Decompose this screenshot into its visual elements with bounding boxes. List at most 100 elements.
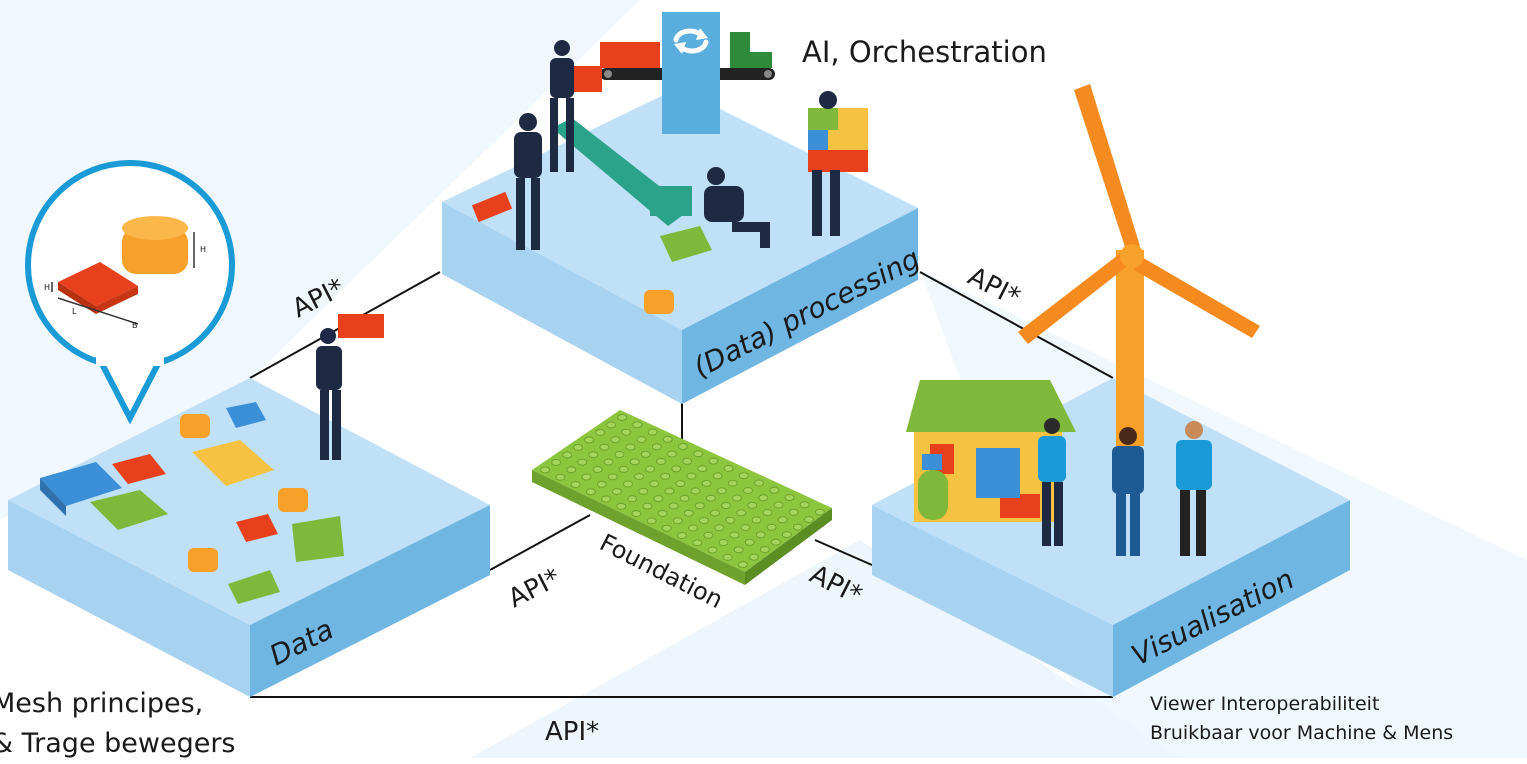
- person-visitor-1: [1038, 418, 1066, 546]
- bottom-right-line-1: Viewer Interoperabiliteit: [1150, 693, 1380, 715]
- baseplate-stud: [657, 509, 668, 517]
- background-wedge-left: [0, 0, 640, 520]
- bottom-left-line-1: Mesh principes,: [0, 688, 204, 719]
- baseplate-stud: [603, 458, 614, 466]
- baseplate-stud: [714, 524, 725, 532]
- baseplate-stud: [781, 531, 792, 539]
- baseplate-stud: [773, 501, 784, 509]
- baseplate-stud: [678, 443, 688, 450]
- baseplate-stud: [642, 502, 653, 510]
- baseplate-stud: [699, 517, 709, 524]
- baseplate-stud: [686, 472, 697, 480]
- baseplate-stud: [744, 538, 755, 546]
- baseplate-stud: [592, 466, 603, 473]
- baseplate-stud: [660, 472, 671, 480]
- baseplate-stud: [751, 516, 762, 524]
- bricks-data-platform: [40, 402, 344, 604]
- baseplate-stud: [729, 531, 740, 539]
- baseplate-stud: [667, 450, 677, 458]
- api-label-bottom: API*: [545, 717, 599, 747]
- multicolor-block: [808, 108, 868, 172]
- baseplate-stud: [814, 508, 825, 516]
- baseplate-stud: [682, 457, 693, 465]
- baseplate-stud: [769, 486, 780, 494]
- baseplate-stud: [636, 436, 647, 443]
- baseplate-stud: [758, 494, 769, 502]
- baseplate-stud: [638, 487, 649, 495]
- baseplate-stud: [754, 479, 764, 487]
- baseplate-stud: [584, 436, 595, 444]
- baseplate-stud: [616, 502, 627, 510]
- platform-data: [8, 378, 490, 697]
- brick-orange-processing: [644, 290, 674, 314]
- baseplate-stud: [762, 509, 773, 516]
- baseplate-stud: [625, 443, 636, 451]
- baseplate-stud: [617, 413, 628, 421]
- baseplate-stud: [692, 539, 703, 547]
- baseplate-stud: [690, 487, 701, 495]
- baseplate-stud: [703, 531, 714, 539]
- dimension-h-small-label: H: [44, 283, 50, 292]
- house-icon: [906, 380, 1076, 522]
- baseplate-stud: [677, 532, 687, 539]
- baseplate-stud: [799, 501, 810, 509]
- person-crane: [514, 113, 542, 250]
- platform-visualisation: [872, 378, 1350, 697]
- baseplate-stud: [716, 487, 727, 495]
- baseplate-stud: [634, 473, 644, 480]
- baseplate-stud: [784, 494, 795, 501]
- baseplate-stud: [651, 443, 662, 451]
- baseplate-stud: [736, 509, 747, 517]
- person-block-carrier: [812, 91, 840, 236]
- baseplate-stud: [693, 450, 704, 458]
- baseplate-stud: [766, 523, 777, 531]
- baseplate-stud: [727, 479, 738, 487]
- baseplate-stud: [708, 457, 719, 465]
- baseplate-stud: [707, 546, 718, 554]
- foundation-baseplate: [532, 410, 832, 585]
- dimension-h-label: H: [200, 245, 206, 254]
- dimension-b-label: B: [132, 321, 138, 330]
- magnifier-bubble-icon: H H L B: [25, 160, 235, 425]
- baseplate-stud: [683, 509, 694, 517]
- baseplate-stud: [551, 458, 562, 466]
- baseplate-stud: [705, 494, 716, 502]
- baseplate-stud: [614, 451, 625, 458]
- workers-processing: [514, 40, 840, 250]
- baseplate-stud: [618, 465, 629, 473]
- sync-arrows-icon: [673, 28, 709, 54]
- baseplate-stud: [646, 517, 657, 525]
- top-caption: AI, Orchestration: [802, 35, 1047, 69]
- baseplate-stud: [743, 487, 753, 494]
- baseplate-stud: [585, 488, 596, 496]
- baseplate-stud: [606, 421, 617, 429]
- baseplate-stud: [710, 509, 720, 517]
- baseplate-stud: [540, 466, 551, 474]
- baseplate-stud: [671, 465, 682, 473]
- baseplate-stud: [737, 561, 748, 569]
- baseplate-stud: [723, 464, 734, 472]
- baseplate-stud: [747, 501, 758, 509]
- baseplate-stud: [631, 510, 642, 518]
- baseplate-stud: [570, 481, 581, 488]
- baseplate-stud: [755, 531, 766, 539]
- baseplate-stud: [661, 524, 672, 532]
- baseplate-stud: [668, 502, 679, 510]
- baseplate-stud: [759, 546, 770, 554]
- baseplate-stud: [562, 451, 573, 459]
- line-foundation-visualisation: [814, 539, 873, 566]
- baseplate-stud: [701, 479, 712, 487]
- dimension-l-label: L: [72, 307, 77, 316]
- baseplate-stud: [733, 546, 744, 554]
- baseplate-stud: [732, 494, 742, 502]
- baseplate-stud: [738, 472, 749, 480]
- baseplate-stud: [672, 517, 683, 525]
- baseplate-stud: [748, 553, 759, 561]
- bottom-left-line-2: & Trage bewegers: [0, 728, 236, 759]
- baseplate-stud: [596, 480, 607, 488]
- baseplate-stud: [694, 502, 705, 510]
- person-visitor-3: [1176, 421, 1212, 556]
- baseplate-stud: [675, 480, 686, 488]
- baseplate-stud: [577, 458, 588, 466]
- baseplate-stud: [664, 487, 675, 495]
